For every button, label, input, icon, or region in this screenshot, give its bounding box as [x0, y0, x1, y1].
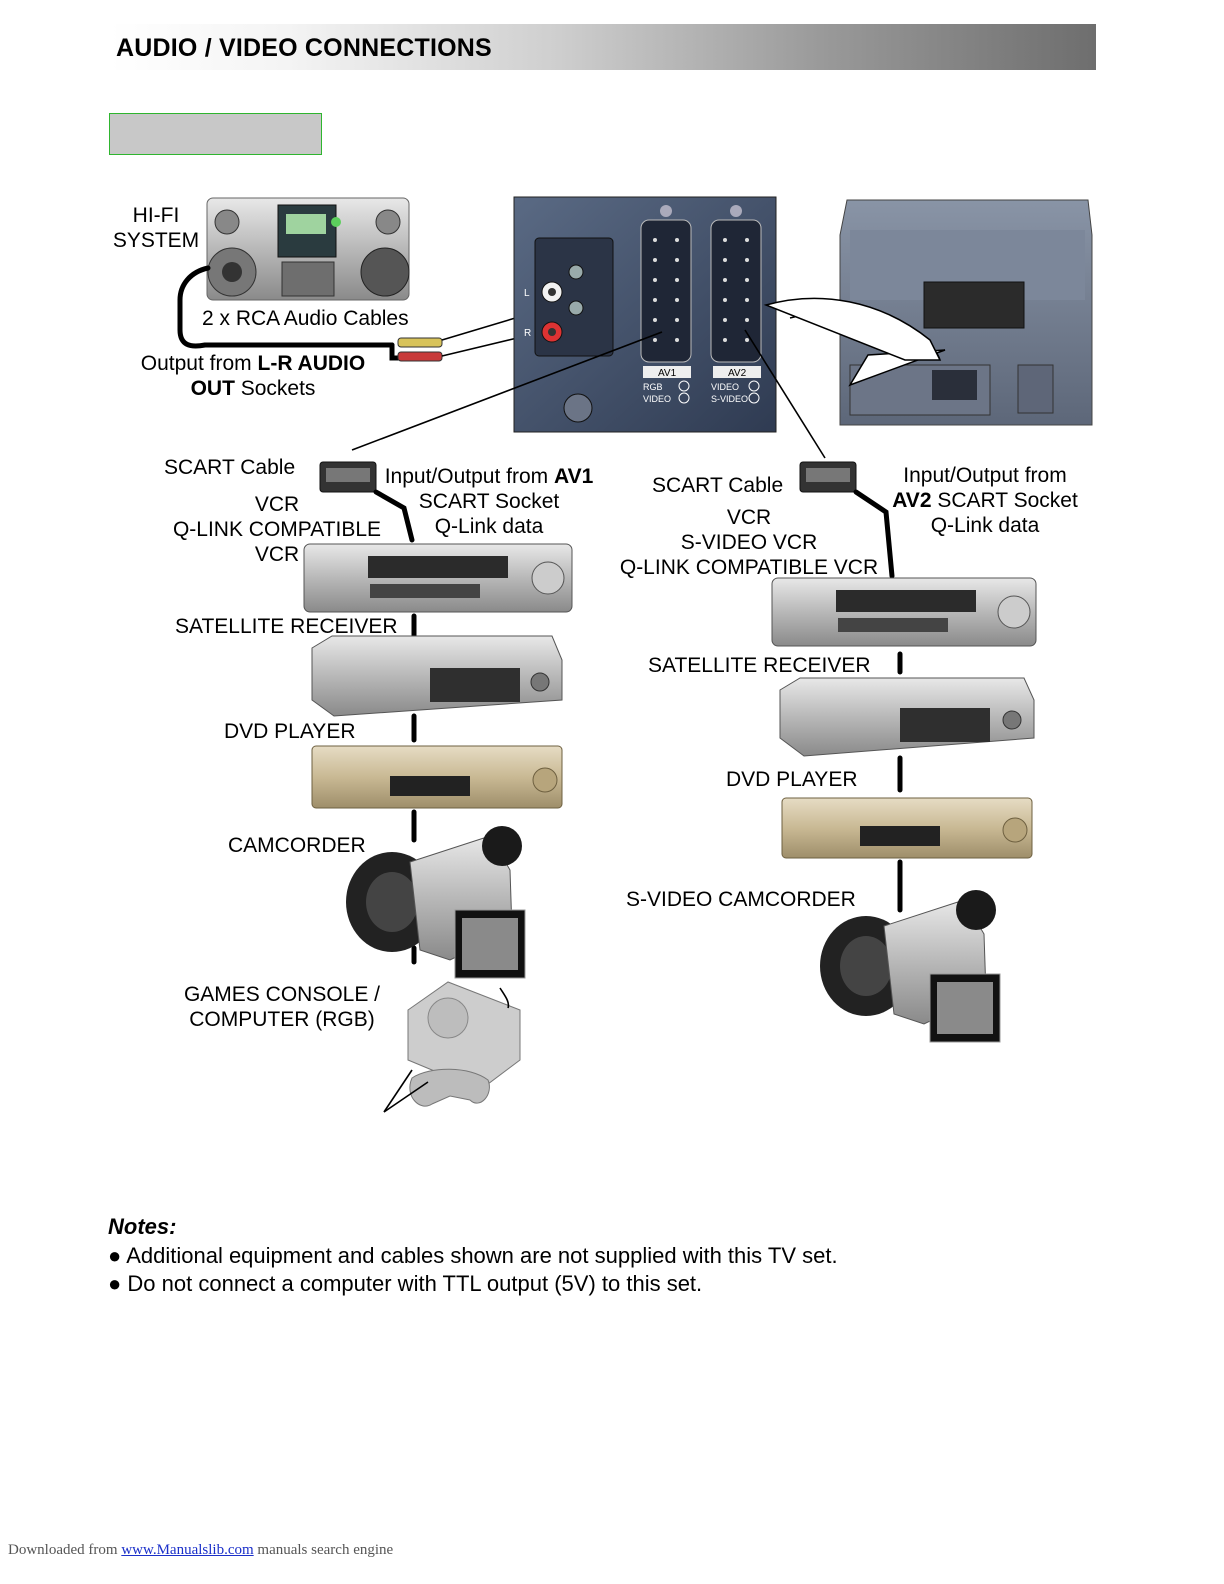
audio-output-label: Output from L-R AUDIO OUT Sockets — [140, 352, 366, 400]
panel-svideo-label: S-VIDEO — [711, 394, 748, 404]
left-vcr-image — [303, 543, 573, 613]
manualslib-link[interactable]: www.Manualslib.com — [121, 1542, 254, 1558]
right-vcr-image — [771, 577, 1037, 647]
left-camcorder-image — [346, 826, 526, 979]
panel-video-label: VIDEO — [643, 394, 671, 404]
right-io-label: Input/Output from AV2 SCART Socket Q-Lin… — [892, 464, 1078, 537]
right-scart-cable-label: SCART Cable — [652, 474, 784, 497]
right-camcorder-label: S-VIDEO CAMCORDER — [626, 888, 856, 911]
notes-title: Notes: — [108, 1214, 177, 1239]
rca-cables-label: 2 x RCA Audio Cables — [202, 307, 409, 330]
right-dvd-label: DVD PLAYER — [726, 768, 858, 791]
scart-plug-left-image — [319, 461, 377, 493]
right-vcr-label: VCR S-VIDEO VCR Q-LINK COMPATIBLE VCR — [619, 506, 879, 579]
panel-r-label: R — [524, 328, 531, 339]
footer: Downloaded from www.Manualslib.com manua… — [8, 1542, 394, 1558]
games-console-image — [383, 981, 521, 1113]
hifi-label: HI-FI SYSTEM — [112, 204, 200, 252]
right-svideo-camcorder-image — [820, 890, 1001, 1043]
scart-plug-right-image — [799, 461, 857, 493]
panel-av2-label: AV2 — [728, 368, 747, 379]
left-satellite-receiver-image — [311, 635, 563, 717]
note-item: ● Do not connect a computer with TTL out… — [108, 1271, 703, 1296]
left-scart-cable-label: SCART Cable — [164, 456, 296, 479]
left-dvd-player-image — [311, 745, 563, 809]
right-dvd-player-image — [781, 797, 1033, 859]
page-title: AUDIO / VIDEO CONNECTIONS — [116, 34, 492, 62]
header-bar — [110, 24, 1096, 70]
right-satellite-receiver-image — [779, 677, 1035, 757]
panel-rgb-label: RGB — [643, 382, 663, 392]
left-io-label: Input/Output from AV1 SCART Socket Q-Lin… — [384, 465, 594, 538]
left-satellite-label: SATELLITE RECEIVER — [175, 615, 398, 638]
panel-video2-label: VIDEO — [711, 382, 739, 392]
panel-av1-label: AV1 — [658, 368, 677, 379]
left-camcorder-label: CAMCORDER — [228, 834, 366, 857]
left-vcr-label: VCR Q-LINK COMPATIBLE VCR — [172, 493, 382, 566]
tv-back-image — [839, 199, 1093, 426]
panel-l-label: L — [524, 288, 530, 299]
left-dvd-label: DVD PLAYER — [224, 720, 356, 743]
right-satellite-label: SATELLITE RECEIVER — [648, 654, 871, 677]
hifi-system-image — [206, 197, 410, 301]
note-item: ● Additional equipment and cables shown … — [108, 1243, 838, 1268]
tv-rear-panel-image — [513, 196, 777, 433]
games-console-label: GAMES CONSOLE / COMPUTER (RGB) — [183, 983, 381, 1031]
section-tab-box — [109, 113, 322, 155]
